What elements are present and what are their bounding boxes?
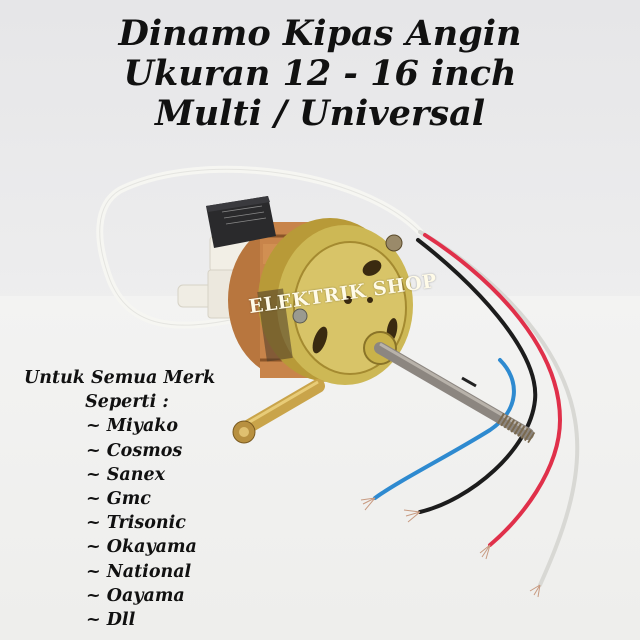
brands-subheading: Seperti : bbox=[85, 392, 169, 413]
title-line-3: Multi / Universal bbox=[154, 93, 486, 134]
motor-shaft bbox=[374, 342, 536, 444]
black-wire bbox=[416, 238, 538, 514]
product-title: Dinamo Kipas Angin Ukuran 12 - 16 inch M… bbox=[0, 14, 640, 134]
brand-item: ~ National bbox=[86, 561, 192, 582]
brand-item: ~ Okayama bbox=[86, 537, 197, 558]
brands-heading: Untuk Semua Merk bbox=[24, 368, 216, 388]
blue-wire bbox=[373, 358, 516, 500]
brand-item: ~ Sanex bbox=[86, 464, 166, 485]
title-line-1: Dinamo Kipas Angin bbox=[118, 13, 522, 54]
brand-item: ~ Cosmos bbox=[86, 440, 183, 461]
brand-item: ~ Dll bbox=[86, 610, 136, 631]
brand-item: ~ Trisonic bbox=[86, 513, 186, 534]
grey-wire bbox=[418, 230, 580, 587]
brand-list: ~ Miyako ~ Cosmos ~ Sanex ~ Gmc ~ Trison… bbox=[22, 414, 232, 632]
brand-item: ~ Miyako bbox=[86, 416, 179, 437]
capacitor bbox=[206, 196, 276, 248]
title-line-2: Ukuran 12 - 16 inch bbox=[123, 53, 517, 94]
brand-item: ~ Oayama bbox=[86, 585, 185, 606]
red-wire bbox=[423, 233, 563, 547]
compatible-brands: Untuk Semua Merk Seperti : ~ Miyako ~ Co… bbox=[22, 366, 232, 632]
brand-item: ~ Gmc bbox=[86, 489, 151, 510]
oscillation-shaft bbox=[232, 379, 325, 444]
